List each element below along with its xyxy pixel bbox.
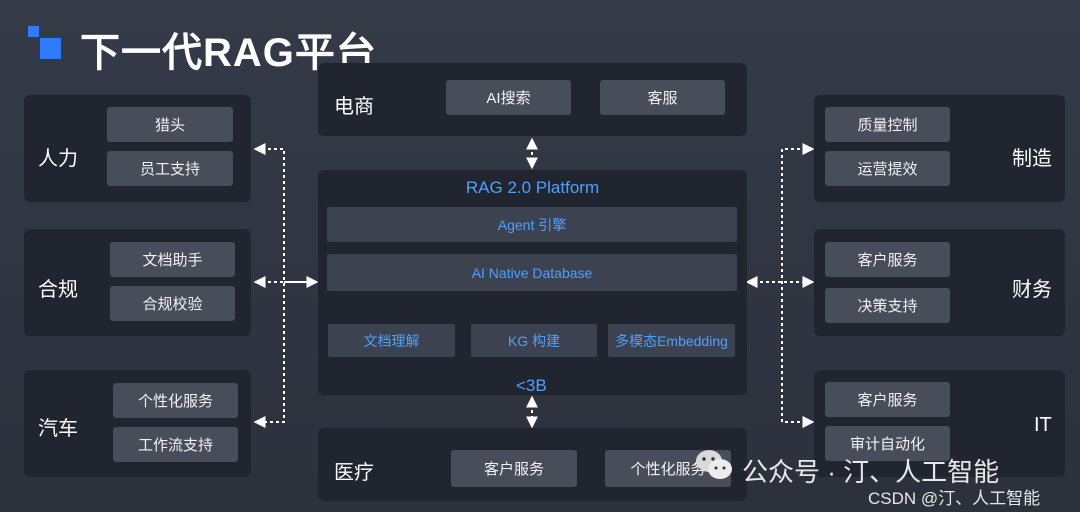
wechat-watermark: 公众号 · 汀、人工智能 [742,457,1000,487]
chip-healthcare-customer-service: 客户服务 [451,450,577,487]
panel-compliance-label: 合规 [38,279,78,301]
panel-automotive-label: 汽车 [38,418,78,440]
module-multimodal-embedding: 多模态Embedding [608,324,735,357]
chip-workflow-support: 工作流支持 [113,427,238,462]
chip-compliance-check: 合规校验 [110,286,235,321]
panel-compliance: 合规 文档助手 合规校验 [24,229,251,336]
chip-quality-control: 质量控制 [825,107,950,142]
chip-headhunting: 猎头 [107,107,233,142]
chip-employee-support: 员工支持 [107,151,233,186]
panel-finance: 客户服务 决策支持 财务 [814,229,1065,336]
panel-it: 客户服务 审计自动化 IT [814,370,1065,477]
chip-document-assistant: 文档助手 [110,242,235,277]
panel-automotive: 汽车 个性化服务 工作流支持 [24,370,251,477]
chip-customer-service: 客服 [600,80,725,115]
platform-agent-engine: Agent 引擎 [327,207,737,242]
connector-right-bracket [781,143,815,428]
module-kg-build: KG 构建 [471,324,597,357]
csdn-watermark: CSDN @汀、人工智能 [868,489,1041,508]
module-document-understanding: 文档理解 [328,324,455,357]
panel-hr: 人力 猎头 员工支持 [24,95,251,202]
chip-operations-efficiency: 运营提效 [825,151,950,186]
model-size-note: <3B [516,376,547,395]
platform-title: RAG 2.0 Platform [465,178,600,197]
chip-it-customer-service: 客户服务 [825,382,950,417]
panel-ecommerce-label: 电商 [334,96,374,118]
chip-personalized-service: 个性化服务 [113,383,238,418]
panel-healthcare-label: 医疗 [334,462,374,484]
chip-ai-search: AI搜索 [446,80,571,115]
platform-ai-native-database: AI Native Database [327,254,737,291]
panel-ecommerce: 电商 AI搜索 客服 [318,63,747,136]
brand-logo-icon [28,26,61,59]
connector-left-bracket [253,143,285,428]
panel-healthcare: 医疗 客户服务 个性化服务 [318,428,747,501]
panel-manufacturing: 质量控制 运营提效 制造 [814,95,1065,202]
panel-rag-platform: RAG 2.0 Platform Agent 引擎 AI Native Data… [318,170,747,395]
chip-audit-automation: 审计自动化 [825,426,950,461]
panel-hr-label: 人力 [38,148,78,170]
chip-finance-customer-service: 客户服务 [825,242,950,277]
panel-it-label: IT [1034,414,1052,436]
chip-decision-support: 决策支持 [825,288,950,323]
wechat-icon [696,450,732,479]
panel-manufacturing-label: 制造 [1012,148,1052,170]
panel-finance-label: 财务 [1012,279,1052,301]
